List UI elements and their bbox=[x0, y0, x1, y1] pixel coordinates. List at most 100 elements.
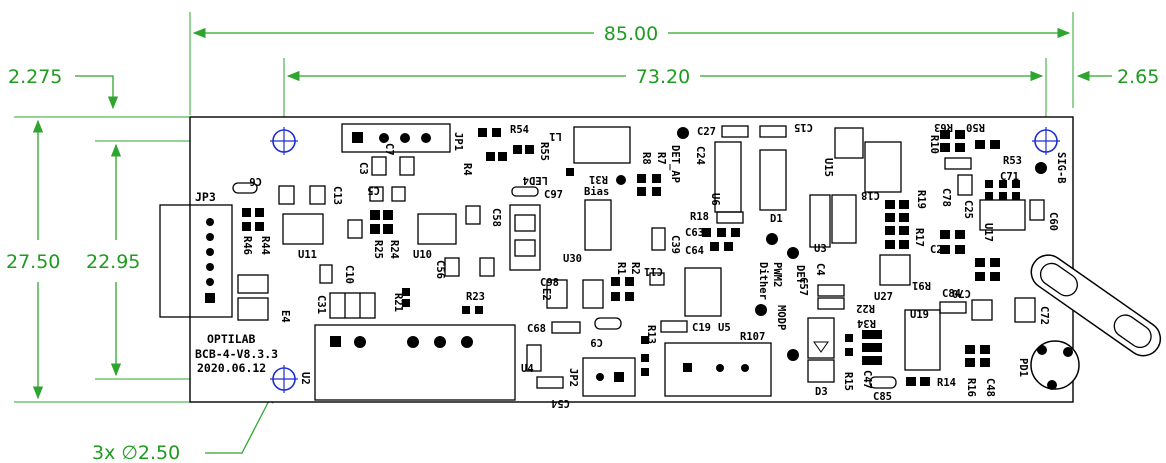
svg-text:C19: C19 bbox=[692, 322, 711, 334]
svg-text:R107: R107 bbox=[740, 331, 765, 343]
components-middle: R54 R55 LED4 R4 L1 R31 C97 Bias C98 U30 … bbox=[461, 124, 749, 409]
svg-text:C7: C7 bbox=[383, 143, 395, 156]
dim-right-offset: 2.65 bbox=[1117, 66, 1159, 88]
svg-text:R25: R25 bbox=[372, 240, 384, 259]
svg-text:DET_AP: DET_AP bbox=[669, 145, 681, 183]
board-date: 2020.06.12 bbox=[197, 361, 266, 375]
svg-text:R14: R14 bbox=[937, 377, 956, 389]
svg-text:R19: R19 bbox=[915, 190, 927, 209]
dim-hole-spacing-y: 22.95 bbox=[86, 251, 140, 273]
mounting-hole-icon bbox=[270, 127, 298, 155]
svg-text:R1: R1 bbox=[615, 262, 627, 275]
svg-text:C6: C6 bbox=[249, 175, 262, 187]
svg-text:C27: C27 bbox=[697, 126, 716, 138]
svg-text:R23: R23 bbox=[466, 291, 485, 303]
svg-text:R46: R46 bbox=[241, 236, 253, 255]
svg-text:MODP: MODP bbox=[775, 305, 787, 330]
dim-total-height: 27.50 bbox=[6, 251, 60, 273]
svg-text:U19: U19 bbox=[910, 309, 929, 321]
svg-text:DET: DET bbox=[794, 265, 806, 284]
svg-text:SIG-B: SIG-B bbox=[1055, 152, 1067, 184]
svg-text:C78: C78 bbox=[940, 188, 952, 207]
svg-text:C3: C3 bbox=[357, 162, 369, 175]
svg-text:Bias: Bias bbox=[584, 186, 609, 198]
svg-text:D1: D1 bbox=[770, 213, 783, 225]
svg-text:R10: R10 bbox=[928, 135, 940, 154]
dimension-annotations: 85.00 73.20 2.275 2.65 27.50 22.95 3x ∅2… bbox=[6, 12, 1159, 463]
svg-text:C72: C72 bbox=[1038, 306, 1050, 325]
svg-text:R24: R24 bbox=[388, 240, 400, 259]
connector-u2: U2 bbox=[299, 324, 516, 401]
svg-text:R13: R13 bbox=[645, 325, 657, 344]
svg-text:C13: C13 bbox=[331, 186, 343, 205]
svg-text:R54: R54 bbox=[510, 124, 529, 136]
svg-text:R8: R8 bbox=[640, 152, 652, 165]
svg-text:Dither: Dither bbox=[757, 262, 769, 300]
svg-text:D3: D3 bbox=[815, 386, 828, 398]
svg-text:E2: E2 bbox=[540, 288, 552, 301]
svg-text:R2: R2 bbox=[629, 262, 641, 275]
svg-text:C56: C56 bbox=[434, 260, 446, 279]
svg-text:JP2: JP2 bbox=[567, 368, 579, 387]
svg-text:C70: C70 bbox=[952, 287, 971, 299]
svg-text:R15: R15 bbox=[842, 372, 854, 391]
svg-text:L1: L1 bbox=[549, 130, 562, 142]
svg-text:U2: U2 bbox=[299, 372, 311, 385]
components-left: C6 C13 R46 R44 U11 C5 R25 R24 U10 C58 C5… bbox=[232, 143, 502, 323]
svg-text:PD1: PD1 bbox=[1017, 358, 1029, 377]
svg-text:U17: U17 bbox=[982, 223, 994, 242]
svg-text:R31: R31 bbox=[589, 173, 608, 185]
svg-text:R91: R91 bbox=[912, 279, 931, 291]
svg-text:C63: C63 bbox=[685, 227, 704, 239]
svg-text:C57: C57 bbox=[797, 277, 809, 296]
svg-text:C11: C11 bbox=[644, 265, 663, 277]
svg-text:R34: R34 bbox=[857, 317, 876, 329]
company-name: OPTILAB bbox=[207, 332, 256, 346]
svg-text:U3: U3 bbox=[814, 243, 827, 255]
svg-text:C54: C54 bbox=[551, 397, 570, 409]
dim-holes: 3x ∅2.50 bbox=[92, 442, 180, 463]
svg-text:U27: U27 bbox=[874, 291, 893, 303]
svg-text:R4: R4 bbox=[461, 163, 473, 176]
svg-text:C39: C39 bbox=[669, 235, 681, 254]
svg-text:JP1: JP1 bbox=[452, 132, 464, 151]
svg-text:C64: C64 bbox=[685, 245, 704, 257]
svg-text:E4: E4 bbox=[279, 310, 291, 323]
pcb-outline bbox=[189, 116, 1074, 403]
svg-text:R63: R63 bbox=[934, 121, 953, 133]
svg-text:R17: R17 bbox=[913, 228, 925, 247]
connector-jp1: JP1 bbox=[341, 123, 464, 153]
connector-jp2: JP2 bbox=[567, 357, 636, 397]
svg-text:U15: U15 bbox=[822, 158, 834, 177]
svg-text:U5: U5 bbox=[718, 322, 731, 334]
svg-text:U30: U30 bbox=[563, 253, 582, 265]
svg-text:C48: C48 bbox=[984, 378, 996, 397]
svg-text:C68: C68 bbox=[527, 323, 546, 335]
svg-text:C4: C4 bbox=[814, 263, 826, 276]
mounting-holes bbox=[270, 127, 1060, 393]
mounting-hole-icon bbox=[270, 365, 298, 393]
dim-hole-spacing-x: 73.20 bbox=[636, 66, 690, 88]
svg-text:C25: C25 bbox=[962, 200, 974, 219]
svg-text:C9: C9 bbox=[590, 336, 603, 348]
components-right-middle: C15 D1 U3 DET PWM2 Dither MODP C4 C57 D3… bbox=[755, 121, 1050, 403]
svg-text:C97: C97 bbox=[544, 189, 563, 201]
connector-r107: R107 bbox=[664, 331, 772, 397]
svg-text:R53: R53 bbox=[1003, 155, 1022, 167]
svg-text:PWM2: PWM2 bbox=[771, 262, 783, 287]
photodiode-pd1: PD1 bbox=[1017, 254, 1162, 390]
svg-text:R21: R21 bbox=[392, 293, 404, 312]
svg-text:U6: U6 bbox=[709, 193, 721, 206]
svg-text:U4: U4 bbox=[521, 363, 534, 375]
svg-text:R22: R22 bbox=[856, 302, 875, 314]
mounting-hole-icon bbox=[1032, 127, 1060, 155]
svg-text:C58: C58 bbox=[490, 208, 502, 227]
board-version: BCB-4-V8.3.3 bbox=[195, 347, 278, 361]
svg-text:R50: R50 bbox=[966, 121, 985, 133]
svg-text:C5: C5 bbox=[367, 184, 380, 196]
svg-text:R55: R55 bbox=[538, 142, 550, 161]
svg-text:C18: C18 bbox=[861, 189, 880, 201]
svg-text:C60: C60 bbox=[1047, 212, 1059, 231]
svg-text:LED4: LED4 bbox=[523, 174, 548, 186]
